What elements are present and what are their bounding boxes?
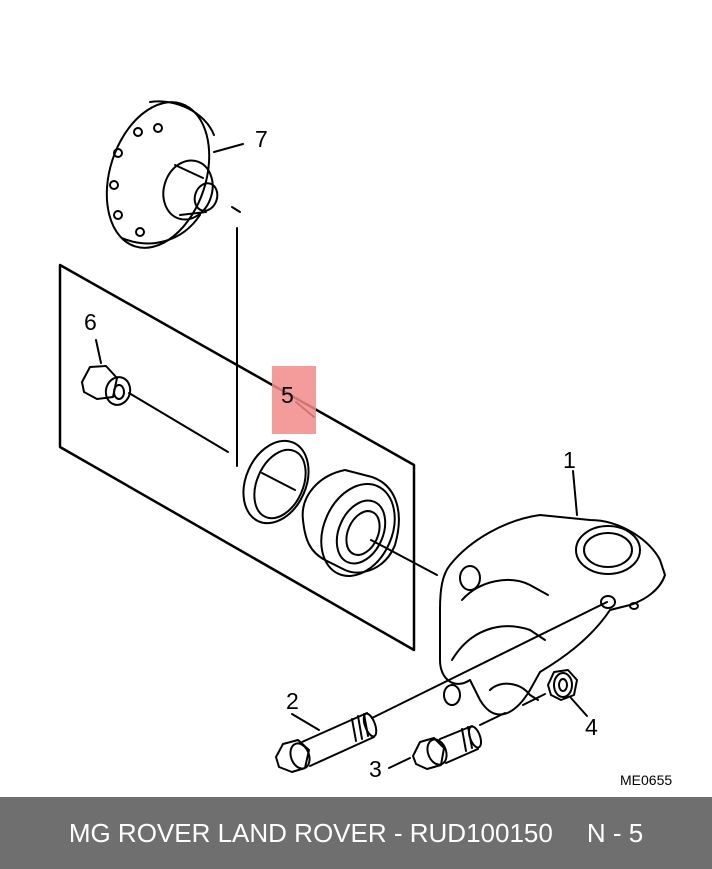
- callout-3: 3: [369, 756, 382, 782]
- callout-4: 4: [585, 714, 598, 740]
- hub-carrier-part: [439, 470, 666, 716]
- assembly-line-lower: [371, 601, 608, 719]
- washer-nut-part: [547, 669, 588, 717]
- diagram-reference-code: ME0655: [620, 772, 673, 788]
- hub-flange-part: [105, 100, 244, 249]
- footer-title: MG ROVER LAND ROVER - RUD100150: [68, 817, 553, 848]
- bolt-short-part: [388, 725, 483, 770]
- bolt-long-part: [275, 712, 378, 773]
- callout-5: 5: [281, 382, 294, 408]
- callout-1: 1: [563, 447, 576, 473]
- callout-7: 7: [255, 126, 268, 152]
- exploded-parts-diagram: [58, 100, 666, 773]
- footer-page: N - 5: [586, 817, 644, 848]
- assembly-line-axle: [128, 392, 229, 453]
- bearing-part: [301, 469, 400, 577]
- callout-2: 2: [286, 688, 299, 714]
- nut-part: [81, 339, 132, 406]
- callout-6: 6: [84, 309, 97, 335]
- footer-bar: MG ROVER LAND ROVER - RUD100150 N - 5: [0, 797, 712, 869]
- part-5-highlight: [272, 366, 316, 434]
